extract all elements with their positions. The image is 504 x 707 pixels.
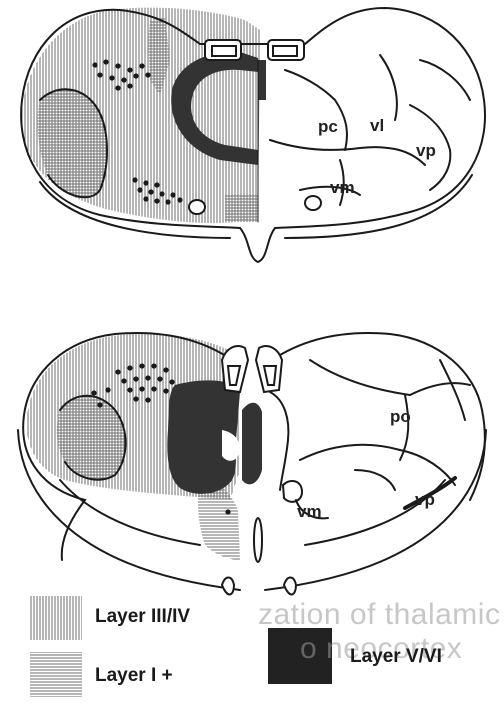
legend-label-layer-5-6: Layer V/VI [350,646,442,668]
lower-label-vm: vm [297,502,322,521]
lower-small-ring [283,481,302,502]
lower-right-boundary-6 [355,470,395,490]
upper-right-boundary-3 [270,140,425,165]
upper-dark-strip [258,60,266,100]
upper-right-boundary-7 [420,60,470,100]
upper-oval-right [305,196,321,210]
legend-label-layer-3-4: Layer III/IV [95,606,190,628]
lower-right-boundary-2 [310,360,410,395]
upper-section [21,8,485,262]
lower-right-boundary-5 [300,445,455,485]
lower-dark-u-right [242,403,262,485]
legend-swatch-layer-3-4 [30,596,82,640]
lower-midline-oval [254,518,262,562]
bleed-through-line-1: zation of thalamic [258,598,500,632]
upper-oval-left [189,200,205,214]
upper-label-vm: vm [330,178,355,197]
lower-right-boundary-1 [270,392,288,490]
lower-bottom-left-tip [222,578,234,595]
upper-ventral-layer1 [225,195,258,222]
lower-label-vp: vp [415,490,435,509]
legend-label-layer-1-plus: Layer I + [95,665,173,687]
upper-right-boundary-2 [380,55,397,120]
lower-label-po: po [390,407,411,426]
upper-label-vp: vp [416,141,436,160]
legend-swatch-layer-1-plus [30,652,82,697]
upper-right-boundary-1 [285,70,347,150]
lower-bottom-right-tip [284,578,296,595]
lower-right-boundary-3 [410,383,470,395]
upper-label-pc: pc [318,117,338,136]
upper-label-vl: vl [370,116,384,135]
lower-section [18,333,486,594]
